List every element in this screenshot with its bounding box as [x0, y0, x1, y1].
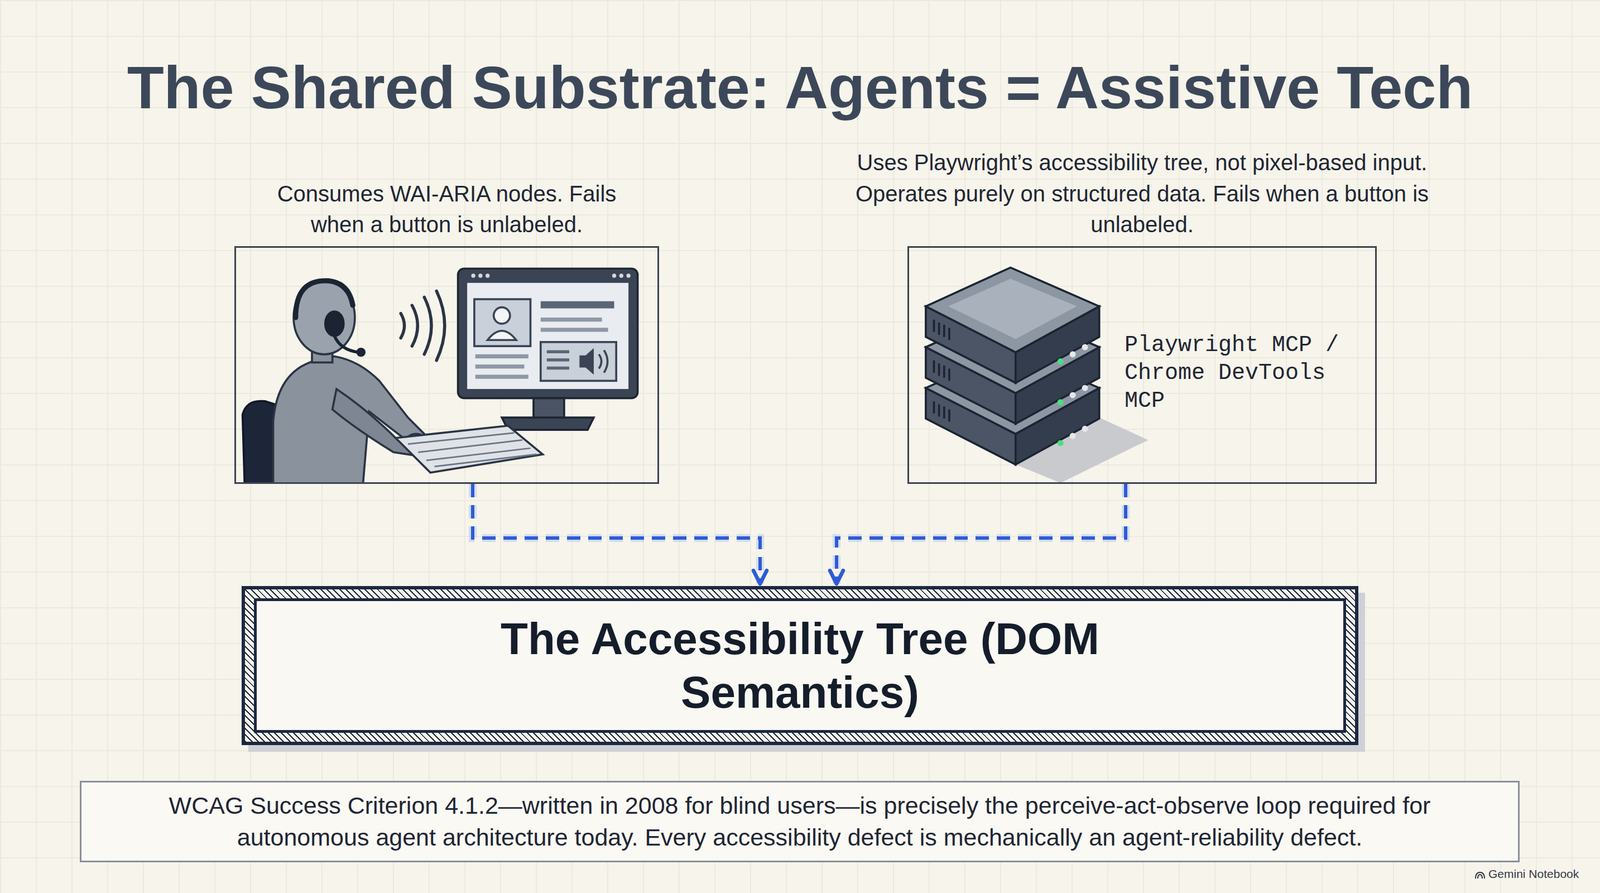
illustration-part: [934, 360, 950, 382]
illustration-part: [475, 364, 525, 369]
illustration-part: [411, 305, 418, 347]
note-box: WCAG Success Criterion 4.1.2—written in …: [79, 780, 1520, 863]
illustration-part: [1057, 399, 1064, 406]
illustration-part: [400, 313, 405, 339]
connector-glow: [836, 483, 1126, 584]
illustration-part: [436, 290, 445, 360]
illustration-part: [546, 349, 570, 353]
node-label: Playwright MCP / Chrome DevTools MCP: [1124, 331, 1348, 416]
illustration-part: [487, 330, 517, 340]
illustration-part: [579, 348, 594, 376]
illustration-part: [948, 279, 1077, 340]
illustration-part: [458, 268, 638, 398]
illustration-part: [407, 433, 537, 467]
illustration-part: [1069, 433, 1076, 440]
agent-box: Uses Playwright’s accessibility tree, no…: [907, 246, 1377, 484]
node-heading: Consumes WAI-ARIA nodes. Fails when a bu…: [257, 178, 637, 240]
illustration-part: [293, 280, 355, 355]
illustration-part: [925, 267, 1100, 353]
illustration-part: [546, 358, 570, 362]
illustration-part: [325, 311, 344, 336]
illustration-part: [485, 273, 490, 278]
keyboard: [395, 425, 543, 473]
illustration-part: [474, 299, 531, 347]
illustration-part: [619, 273, 624, 278]
watermark-icon: [1474, 870, 1486, 880]
illustration-part: [467, 282, 629, 389]
node-text: The Accessibility Tree (DOM Semantics): [493, 612, 1108, 720]
illustration-part: [540, 301, 615, 309]
connector-glow: [472, 483, 761, 584]
illustration-part: [475, 374, 529, 379]
screen-reader-user-illustration: [234, 246, 660, 484]
illustration-part: [934, 401, 950, 422]
illustration-part: [598, 349, 608, 373]
illustration-part: [1057, 358, 1064, 365]
illustration-part: [612, 273, 617, 278]
illustration-part: [357, 348, 366, 357]
illustration-part: [1082, 425, 1089, 432]
illustration-part: [475, 354, 529, 359]
illustration-part: [334, 335, 359, 353]
server-slab: [925, 267, 1100, 383]
monitor: [458, 268, 638, 430]
illustration-part: [395, 425, 543, 473]
title: The Shared Substrate: Agents = Assistive…: [0, 51, 1600, 124]
illustration-part: [1057, 439, 1064, 446]
illustration-part: [1082, 344, 1089, 351]
dashed-arrow: [836, 483, 1126, 584]
illustration-part: [1082, 385, 1089, 392]
illustration-part: [471, 273, 475, 278]
illustration-part: [540, 342, 617, 381]
illustration-part: [533, 397, 565, 419]
illustration-part: [1475, 872, 1485, 879]
substrate-band: The Accessibility Tree (DOM Semantics): [241, 585, 1359, 746]
illustration-part: [501, 417, 594, 430]
watermark: Gemini Notebook: [1488, 867, 1579, 881]
dashed-arrow: [472, 483, 761, 584]
illustration-part: [1069, 391, 1076, 398]
illustration-part: [493, 307, 511, 324]
headset: [295, 280, 365, 357]
illustration-part: [1069, 351, 1076, 358]
node-heading: Uses Playwright’s accessibility tree, no…: [841, 147, 1444, 240]
illustration-part: [546, 366, 570, 370]
illustration-part: [424, 296, 432, 354]
illustration-part: [478, 273, 483, 278]
illustration-part: [540, 327, 609, 332]
illustration-part: [540, 317, 603, 322]
user-box: Consumes WAI-ARIA nodes. Fails when a bu…: [234, 246, 660, 484]
illustration-part: [934, 319, 950, 341]
illustration-part: [295, 280, 353, 318]
illustration-part: [626, 273, 631, 278]
sound-waves: [400, 290, 445, 360]
node-text: WCAG Success Criterion 4.1.2—written in …: [102, 789, 1498, 854]
